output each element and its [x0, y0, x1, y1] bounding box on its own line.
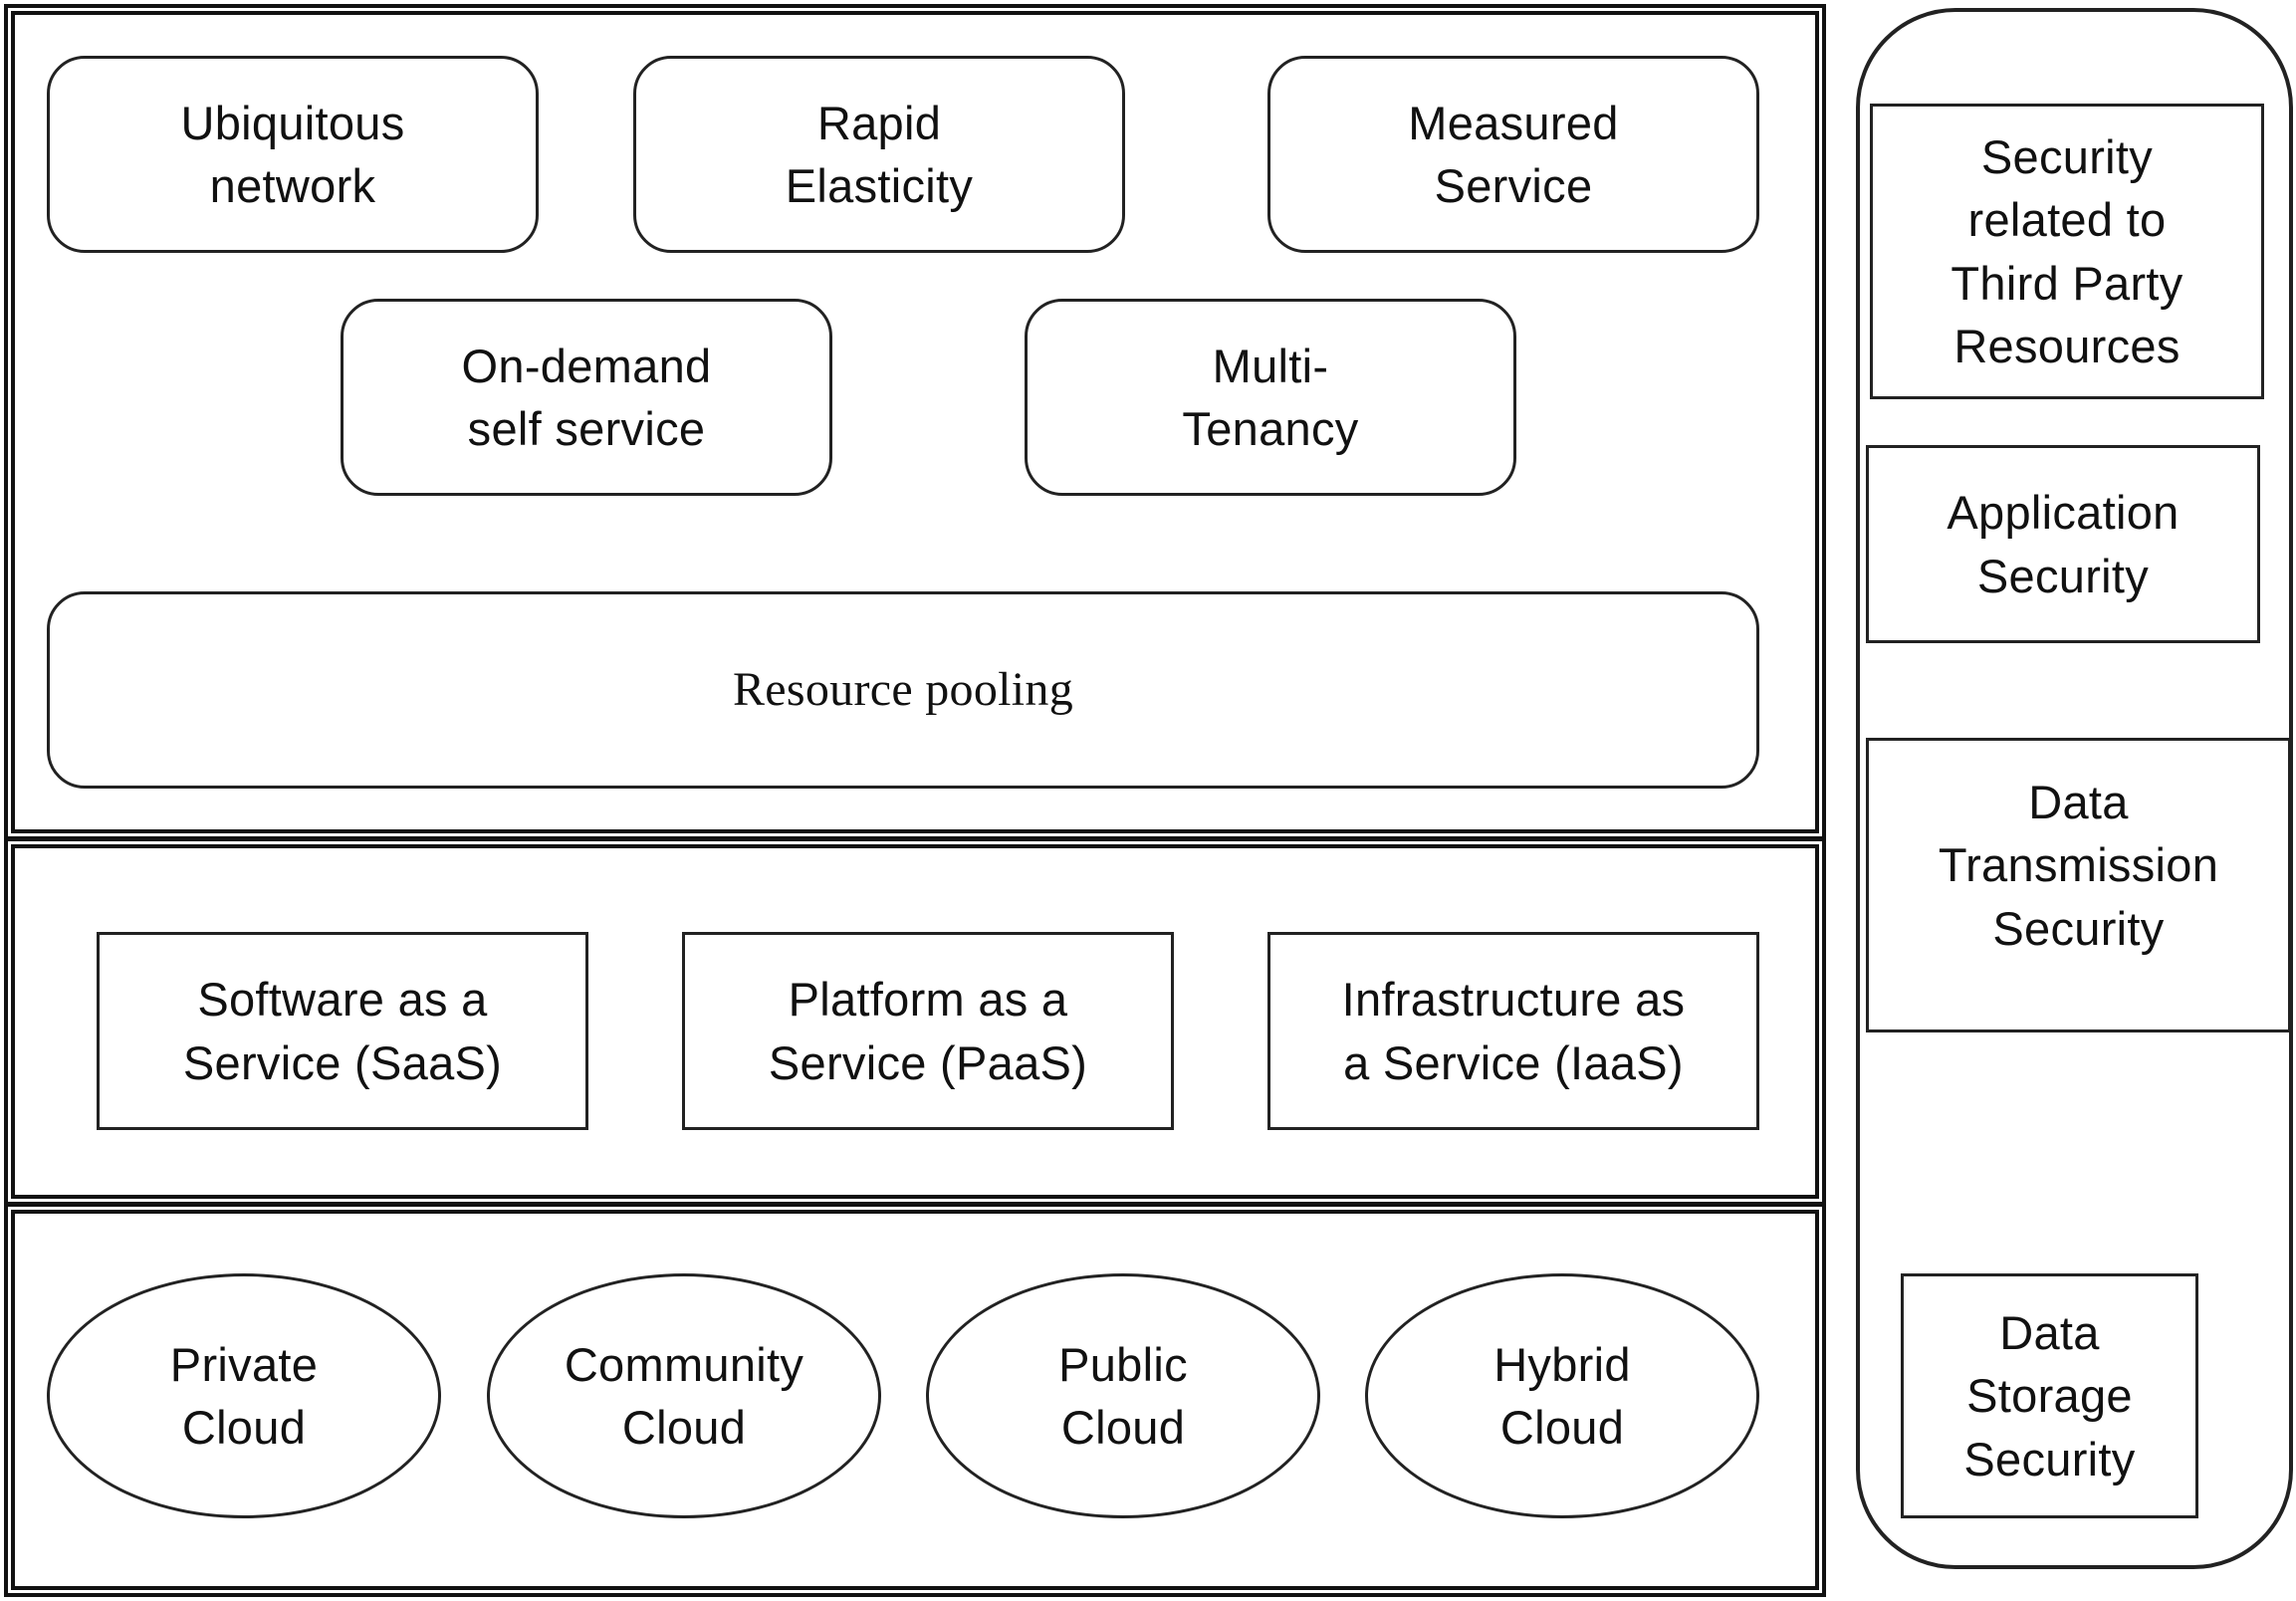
community-cloud-ellipse: Community Cloud — [487, 1273, 881, 1518]
rapid-elasticity-box: Rapid Elasticity — [633, 56, 1125, 253]
hybrid-cloud-ellipse: Hybrid Cloud — [1365, 1273, 1759, 1518]
ubiquitous-network-box: Ubiquitous network — [47, 56, 539, 253]
multi-tenancy-box: Multi- Tenancy — [1025, 299, 1516, 496]
data-storage-security-box: Data Storage Security — [1901, 1273, 2198, 1518]
public-cloud-ellipse: Public Cloud — [926, 1273, 1320, 1518]
measured-service-box: Measured Service — [1267, 56, 1759, 253]
data-transmission-security-label: Data Transmission Security — [1938, 776, 2219, 955]
ubiquitous-network-label: Ubiquitous network — [180, 96, 405, 212]
multi-tenancy-label: Multi- Tenancy — [1182, 339, 1359, 455]
public-cloud-label: Public Cloud — [1058, 1337, 1188, 1454]
paas-label: Platform as a Service (PaaS) — [768, 973, 1088, 1089]
on-demand-self-service-box: On-demand self service — [341, 299, 832, 496]
application-security-label: Application Security — [1947, 486, 2180, 602]
iaas-label: Infrastructure as a Service (IaaS) — [1341, 973, 1686, 1089]
third-party-security-label: Security related to Third Party Resource… — [1951, 129, 2183, 372]
on-demand-self-service-label: On-demand self service — [461, 339, 712, 455]
saas-box: Software as a Service (SaaS) — [97, 932, 588, 1130]
measured-service-label: Measured Service — [1408, 96, 1619, 212]
community-cloud-label: Community Cloud — [564, 1337, 804, 1454]
resource-pooling-box: Resource pooling — [47, 591, 1759, 789]
third-party-security-box: Security related to Third Party Resource… — [1870, 104, 2264, 399]
iaas-box: Infrastructure as a Service (IaaS) — [1267, 932, 1759, 1130]
paas-box: Platform as a Service (PaaS) — [682, 932, 1174, 1130]
hybrid-cloud-label: Hybrid Cloud — [1493, 1337, 1631, 1454]
rapid-elasticity-label: Rapid Elasticity — [785, 96, 974, 212]
saas-label: Software as a Service (SaaS) — [182, 973, 503, 1089]
resource-pooling-label: Resource pooling — [732, 662, 1074, 716]
data-storage-security-label: Data Storage Security — [1963, 1305, 2136, 1486]
private-cloud-label: Private Cloud — [169, 1337, 319, 1454]
data-transmission-security-box: Data Transmission Security — [1866, 738, 2291, 1032]
application-security-box: Application Security — [1866, 445, 2260, 643]
private-cloud-ellipse: Private Cloud — [47, 1273, 441, 1518]
